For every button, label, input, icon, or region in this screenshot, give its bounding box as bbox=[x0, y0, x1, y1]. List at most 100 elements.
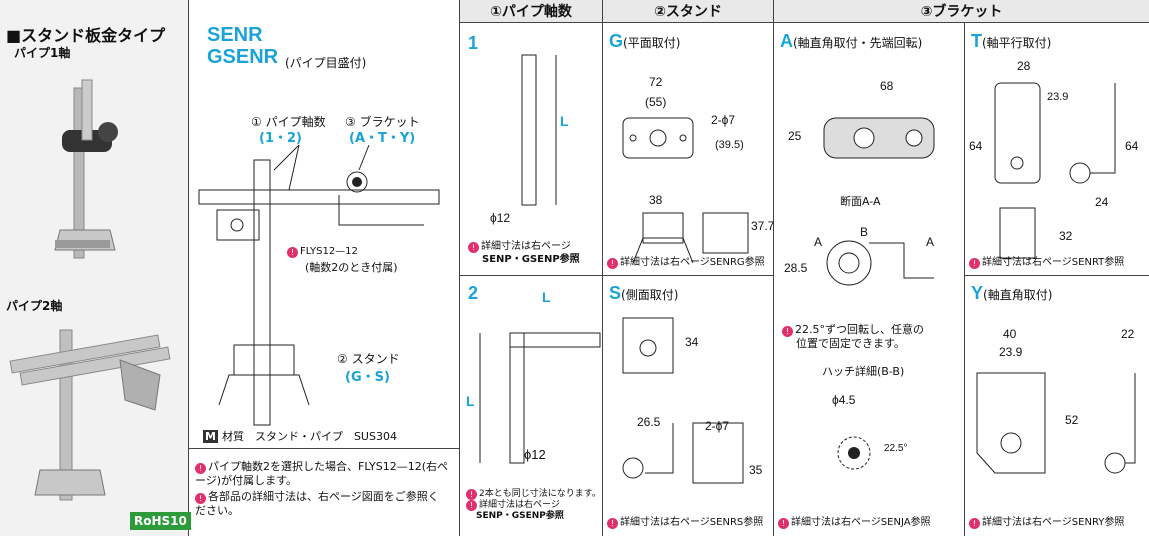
header-stand: ②スタンド bbox=[603, 0, 774, 23]
bracket-t-dim-28: 28 bbox=[1017, 59, 1031, 73]
bracket-y-code: Y bbox=[971, 283, 984, 303]
bracket-y-drawing bbox=[976, 372, 1136, 474]
bracket-a-feature-2: 位置で固定できます。 bbox=[796, 337, 905, 350]
overview-note2: !各部品の詳細寸法は、右ページ図面をご参照ください。 bbox=[195, 490, 445, 517]
bracket-a-heading: A(軸直角取付・先端回転) bbox=[780, 31, 922, 52]
stand-s-dim-265: 26.5 bbox=[637, 415, 661, 429]
bracket-a-section-drawing bbox=[823, 117, 935, 159]
flys-text: FLYS12—12 bbox=[300, 246, 358, 257]
overview-code-gsenr: GSENR bbox=[207, 46, 279, 68]
bracket-t-dim-239: 23.9 bbox=[1047, 91, 1069, 103]
header-pipe: ①パイプ軸数 bbox=[460, 0, 603, 23]
stand-g-code: G bbox=[609, 31, 624, 51]
stand-values: (G・S) bbox=[345, 370, 390, 385]
stand-column: G(平面取付) 72 (55) 2-ϕ7 (39.5) 38 37.7 !詳細寸… bbox=[603, 23, 774, 536]
bracket-a-mark-B: B bbox=[860, 225, 869, 239]
bracket-a-hatch-label: ハッチ詳細(B-B) bbox=[822, 365, 905, 378]
bracket-a-hatch-drawing bbox=[837, 436, 871, 470]
overview-note1: !パイプ軸数2を選択した場合、FLYS12—12(右ページ)が付属します。 bbox=[195, 460, 455, 487]
left-title: ■スタンド板金タイプ bbox=[6, 26, 166, 45]
flys-note: (軸数2のとき付属) bbox=[305, 261, 398, 274]
bracket-y-name: (軸直角取付) bbox=[983, 288, 1053, 302]
stand-s-dim-35: 35 bbox=[749, 463, 763, 477]
bracket-t-dim-24: 24 bbox=[1095, 195, 1109, 209]
pipe-1-note: !詳細寸法は右ページ bbox=[468, 241, 571, 253]
stand-g-dim-38: 38 bbox=[649, 193, 663, 207]
bracket-a-note-text: 詳細寸法は右ページSENJA参照 bbox=[791, 517, 931, 528]
bracket-y-dim-40: 40 bbox=[1003, 327, 1017, 341]
stand-divider bbox=[603, 275, 773, 276]
pipe-2-drawing bbox=[479, 332, 601, 464]
assembly-drawing bbox=[198, 144, 440, 426]
bracket-y-note: !詳細寸法は右ページSENRY参照 bbox=[969, 517, 1124, 529]
pipe-option-2: 2 bbox=[468, 283, 479, 303]
stand-s-heading: S(側面取付) bbox=[609, 283, 678, 304]
bracket-y-heading: Y(軸直角取付) bbox=[971, 283, 1052, 304]
bracket-a-dim-285: 28.5 bbox=[784, 261, 808, 275]
material-text: 材質 スタンド・パイプ SUS304 bbox=[221, 430, 397, 443]
bracket-t-drawing bbox=[994, 82, 1116, 259]
pipe-2-note-c: SENP・GSENP参照 bbox=[476, 511, 564, 521]
bulb-icon: ! bbox=[607, 258, 618, 269]
pipe-divider bbox=[460, 275, 602, 276]
stand-g-heading: G(平面取付) bbox=[609, 31, 680, 52]
bracket-a-dim-25: 25 bbox=[788, 129, 802, 143]
bracket-a-dim-angle: 22.5° bbox=[884, 443, 908, 454]
stand-label: ② スタンド bbox=[337, 352, 400, 366]
bracket-t-note-text: 詳細寸法は右ページSENRT参照 bbox=[982, 257, 1125, 268]
bracket-t-code: T bbox=[971, 31, 982, 51]
bracket-a-side-drawing bbox=[826, 240, 934, 286]
stand-g-name: (平面取付) bbox=[623, 36, 681, 50]
bracket-y-note-text: 詳細寸法は右ページSENRY参照 bbox=[982, 517, 1125, 528]
stand-g-note: !詳細寸法は右ページSENRG参照 bbox=[607, 257, 765, 269]
bracket-a-mark-A-left: A bbox=[814, 235, 823, 249]
bracket-values: (A・T・Y) bbox=[349, 131, 416, 146]
bulb-icon: ! bbox=[969, 258, 980, 269]
bulb-icon: ! bbox=[466, 500, 477, 511]
pipe-option-1: 1 bbox=[468, 33, 479, 53]
label-bracket: ③ ブラケット bbox=[345, 115, 420, 129]
bulb-icon: ! bbox=[607, 518, 618, 529]
flys-label: !FLYS12—12 bbox=[287, 246, 358, 258]
stand-s-code: S bbox=[609, 283, 622, 303]
bracket-t-dim-64-left: 64 bbox=[969, 139, 983, 153]
overview-panel: SENR GSENR (パイプ目盛付) ① パイプ軸数 ③ ブラケット (1・2… bbox=[189, 0, 460, 536]
stand-g-dim-hole: 2-ϕ7 bbox=[711, 113, 736, 127]
bulb-icon: ! bbox=[782, 326, 793, 337]
bracket-a-name: (軸直角取付・先端回転) bbox=[793, 36, 923, 50]
stand-s-dim-hole: 2-ϕ7 bbox=[705, 419, 730, 433]
stand-g-dim-72: 72 bbox=[649, 75, 663, 89]
bracket-a-section-label: 断面A-A bbox=[840, 195, 881, 208]
rohs-badge: RoHS10 bbox=[130, 512, 191, 530]
stand-g-dim-55: (55) bbox=[645, 95, 667, 109]
material-icon: M bbox=[203, 430, 218, 443]
bracket-a-dim-phi: ϕ4.5 bbox=[832, 393, 856, 407]
bulb-icon: ! bbox=[466, 489, 477, 500]
stand-s-note: !詳細寸法は右ページSENRS参照 bbox=[607, 517, 763, 529]
left-sub1: パイプ1軸 bbox=[14, 46, 71, 60]
bracket-t-name: (軸平行取付) bbox=[982, 36, 1052, 50]
bracket-y-dim-52: 52 bbox=[1065, 413, 1079, 427]
pipe-2-L-top: L bbox=[542, 289, 551, 305]
bulb-icon: ! bbox=[195, 493, 206, 504]
stand-g-dim-377: 37.7 bbox=[751, 219, 775, 233]
header-bracket: ③ブラケット bbox=[774, 0, 1149, 23]
bracket-a-column: A(軸直角取付・先端回転) 68 25 断面A-A 28.5 A A B !22… bbox=[774, 23, 965, 536]
left-sub2: パイプ2軸 bbox=[6, 299, 63, 313]
pipe-2-note: !2本とも同じ寸法になります。 !詳細寸法は右ページ SENP・GSENP参照 bbox=[466, 489, 601, 522]
bulb-icon: ! bbox=[287, 247, 298, 258]
bracket-t-dim-64-right: 64 bbox=[1125, 139, 1139, 153]
left-panel: ■スタンド板金タイプ パイプ1軸 パイプ2軸 RoHS10 bbox=[0, 0, 191, 536]
bulb-icon: ! bbox=[195, 463, 206, 474]
stand-s-drawing bbox=[622, 317, 744, 484]
bulb-icon: ! bbox=[778, 518, 789, 529]
bracket-a-code: A bbox=[780, 31, 793, 51]
overview-divider bbox=[189, 448, 459, 449]
pipe-1-L: L bbox=[560, 113, 569, 129]
pipe-2-note-a: 2本とも同じ寸法になります。 bbox=[479, 489, 601, 499]
bulb-icon: ! bbox=[969, 518, 980, 529]
overview-code-senr: SENR bbox=[207, 24, 263, 46]
stand-g-drawing bbox=[622, 117, 749, 264]
pipe-2-L-side: L bbox=[466, 393, 475, 409]
